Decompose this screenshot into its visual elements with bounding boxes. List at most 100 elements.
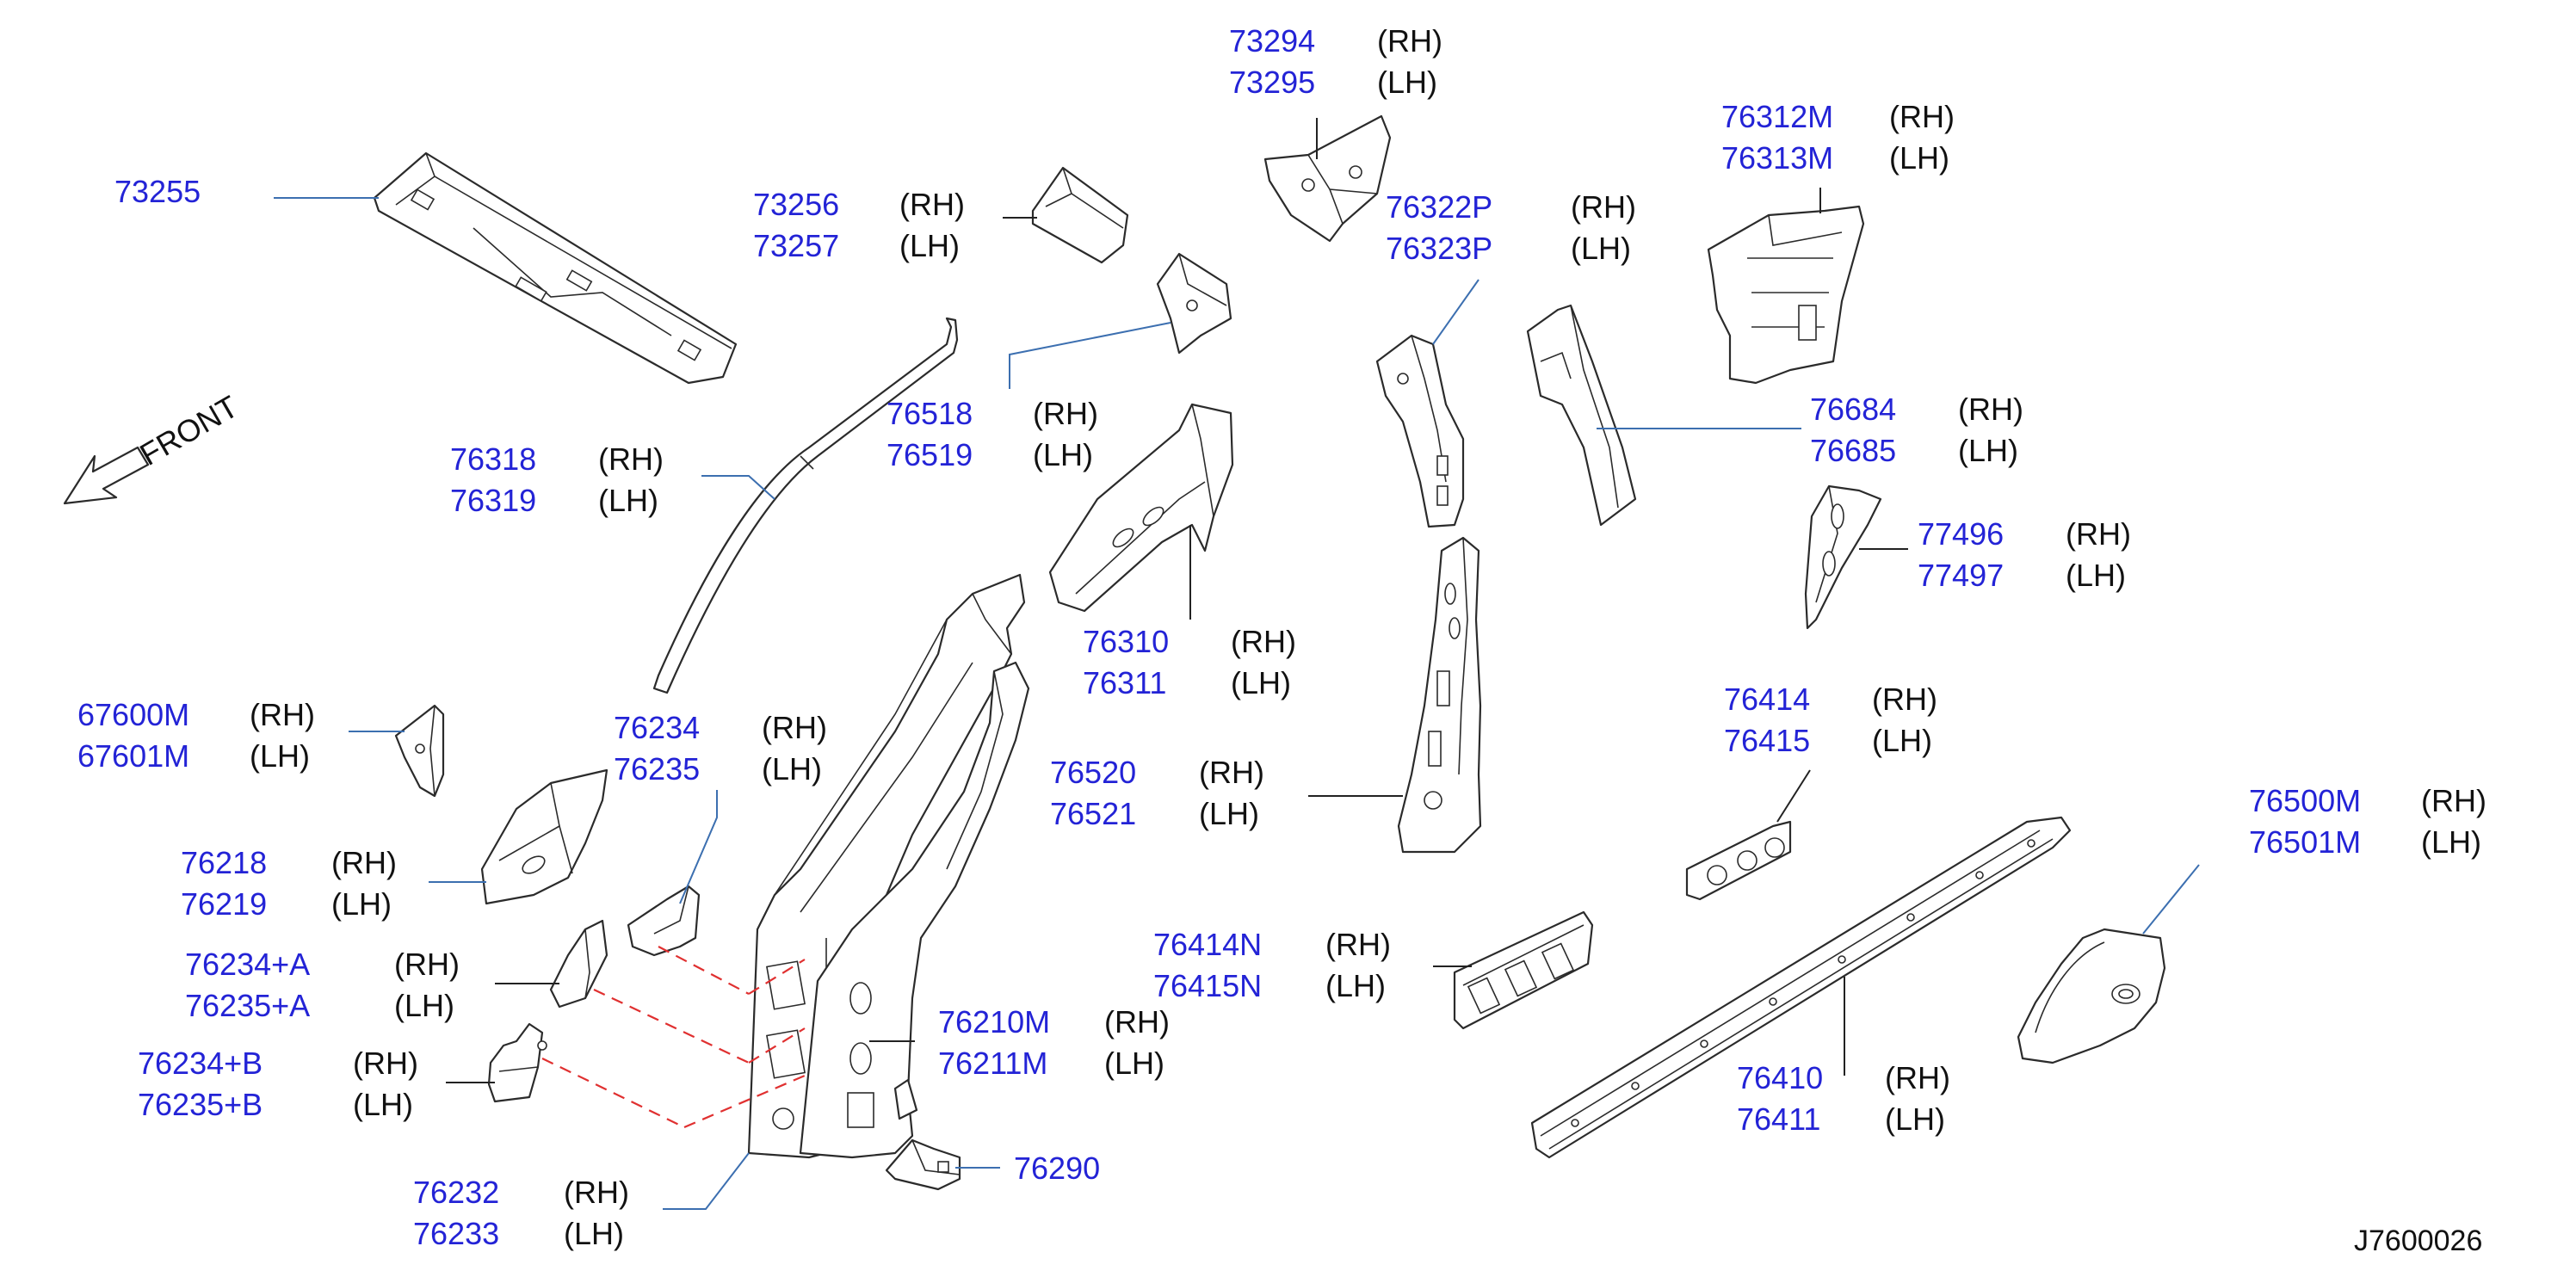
label-76518: 76518 (886, 396, 973, 431)
label-67600M-side: (RH) (250, 697, 315, 732)
leader-lines (274, 118, 2200, 1210)
part-76312M-drawing (1707, 205, 1865, 385)
label-76520-side: (RH) (1199, 755, 1264, 790)
part-76234-drawing (627, 885, 701, 957)
part-76210M-lower-drawing (799, 661, 1030, 1159)
front-label: FRONT (134, 388, 244, 472)
label-73255: 73255 (114, 174, 201, 209)
label-77497-side: (LH) (2066, 558, 2126, 593)
label-76415N-side: (LH) (1325, 968, 1386, 1003)
label-77496: 77496 (1918, 516, 2004, 552)
label-76415-side: (LH) (1872, 723, 1932, 758)
label-76310-side: (RH) (1231, 624, 1296, 659)
label-73256-side: (RH) (899, 187, 965, 222)
figure-code: J7600026 (2354, 1225, 2482, 1257)
dashed-guide-4 (748, 959, 806, 995)
label-76323P-side: (LH) (1571, 231, 1631, 266)
label-76235B-side: (LH) (353, 1087, 413, 1122)
part-73255-drawing (373, 151, 738, 385)
label-76410: 76410 (1737, 1060, 1823, 1095)
label-76319-side: (LH) (598, 483, 658, 518)
label-67600M: 67600M (77, 697, 189, 732)
part-76234A-drawing (549, 919, 608, 1009)
label-76219-side: (LH) (331, 886, 392, 922)
label-77497: 77497 (1918, 558, 2004, 593)
part-73294-drawing (1263, 114, 1392, 243)
dashed-guide-5 (748, 1027, 806, 1064)
label-76410-side: (RH) (1885, 1060, 1950, 1095)
part-76234B-drawing (487, 1022, 547, 1103)
label-76234: 76234 (614, 710, 700, 745)
label-76521: 76521 (1050, 796, 1136, 831)
label-73294: 73294 (1229, 23, 1315, 59)
label-76411-side: (LH) (1885, 1101, 1945, 1137)
label-76411: 76411 (1737, 1101, 1820, 1137)
label-76500M: 76500M (2249, 783, 2361, 818)
part-76414N-drawing (1453, 910, 1594, 1030)
label-77496-side: (RH) (2066, 516, 2131, 552)
label-76234-side: (RH) (762, 710, 827, 745)
label-76211M: 76211M (938, 1046, 1047, 1081)
leader-76322P (1432, 279, 1480, 345)
label-76218-side: (RH) (331, 845, 397, 880)
label-76210M-side: (RH) (1104, 1004, 1170, 1039)
part-76218-drawing (480, 768, 608, 905)
leader-76234 (679, 790, 718, 904)
dashed-guide-1 (658, 946, 750, 995)
leader-76518 (1009, 322, 1171, 389)
label-76312M-side: (RH) (1889, 99, 1955, 134)
label-76322P: 76322P (1386, 189, 1492, 225)
label-76518-side: (RH) (1033, 396, 1098, 431)
label-76501M: 76501M (2249, 824, 2361, 860)
label-76313M: 76313M (1721, 140, 1833, 176)
part-76290-drawing (885, 1138, 961, 1191)
part-labels: 73255 73256 (RH) 73257 (LH) 73294 (RH) 7… (77, 23, 2486, 1251)
label-76234B-side: (RH) (353, 1046, 418, 1081)
label-76414-side: (RH) (1872, 682, 1937, 717)
label-76310: 76310 (1083, 624, 1169, 659)
label-76219: 76219 (181, 886, 267, 922)
label-76234B: 76234+B (138, 1046, 263, 1081)
label-76501M-side: (LH) (2421, 824, 2481, 860)
label-76319: 76319 (450, 483, 536, 518)
label-76414N-side: (RH) (1325, 927, 1391, 962)
label-76290: 76290 (1014, 1151, 1100, 1186)
label-67601M: 67601M (77, 738, 189, 774)
part-76518-drawing (1156, 252, 1232, 355)
dashed-guide-2 (593, 989, 750, 1064)
part-67600M-drawing (394, 704, 445, 798)
label-76318: 76318 (450, 441, 536, 477)
label-76233: 76233 (413, 1216, 499, 1251)
label-76322P-side: (RH) (1571, 189, 1636, 225)
label-76414: 76414 (1724, 682, 1810, 717)
label-76211M-side: (LH) (1104, 1046, 1164, 1081)
dashed-guides (541, 946, 806, 1129)
label-76235B: 76235+B (138, 1087, 263, 1122)
label-76521-side: (LH) (1199, 796, 1259, 831)
label-76235-side: (LH) (762, 751, 822, 787)
part-76684-drawing (1526, 304, 1637, 527)
label-76313M-side: (LH) (1889, 140, 1949, 176)
label-76685-side: (LH) (1958, 433, 2018, 468)
part-76520-drawing (1397, 536, 1482, 854)
label-76235: 76235 (614, 751, 700, 787)
label-76684: 76684 (1810, 392, 1896, 427)
label-76234A-side: (RH) (394, 947, 460, 982)
part-73256-drawing (1031, 166, 1129, 264)
label-76235A: 76235+A (185, 988, 310, 1023)
front-direction-indicator: FRONT (63, 388, 244, 505)
label-76519: 76519 (886, 437, 973, 472)
label-76218: 76218 (181, 845, 267, 880)
label-76519-side: (LH) (1033, 437, 1093, 472)
label-76234A: 76234+A (185, 947, 310, 982)
leader-76232 (663, 1152, 750, 1210)
label-76312M: 76312M (1721, 99, 1833, 134)
label-76500M-side: (RH) (2421, 783, 2486, 818)
label-76323P: 76323P (1386, 231, 1492, 266)
label-76414N: 76414N (1153, 927, 1262, 962)
part-76318-drawing (652, 317, 959, 694)
label-73295-side: (LH) (1377, 65, 1437, 100)
label-76232-side: (RH) (564, 1175, 629, 1210)
label-76415: 76415 (1724, 723, 1810, 758)
